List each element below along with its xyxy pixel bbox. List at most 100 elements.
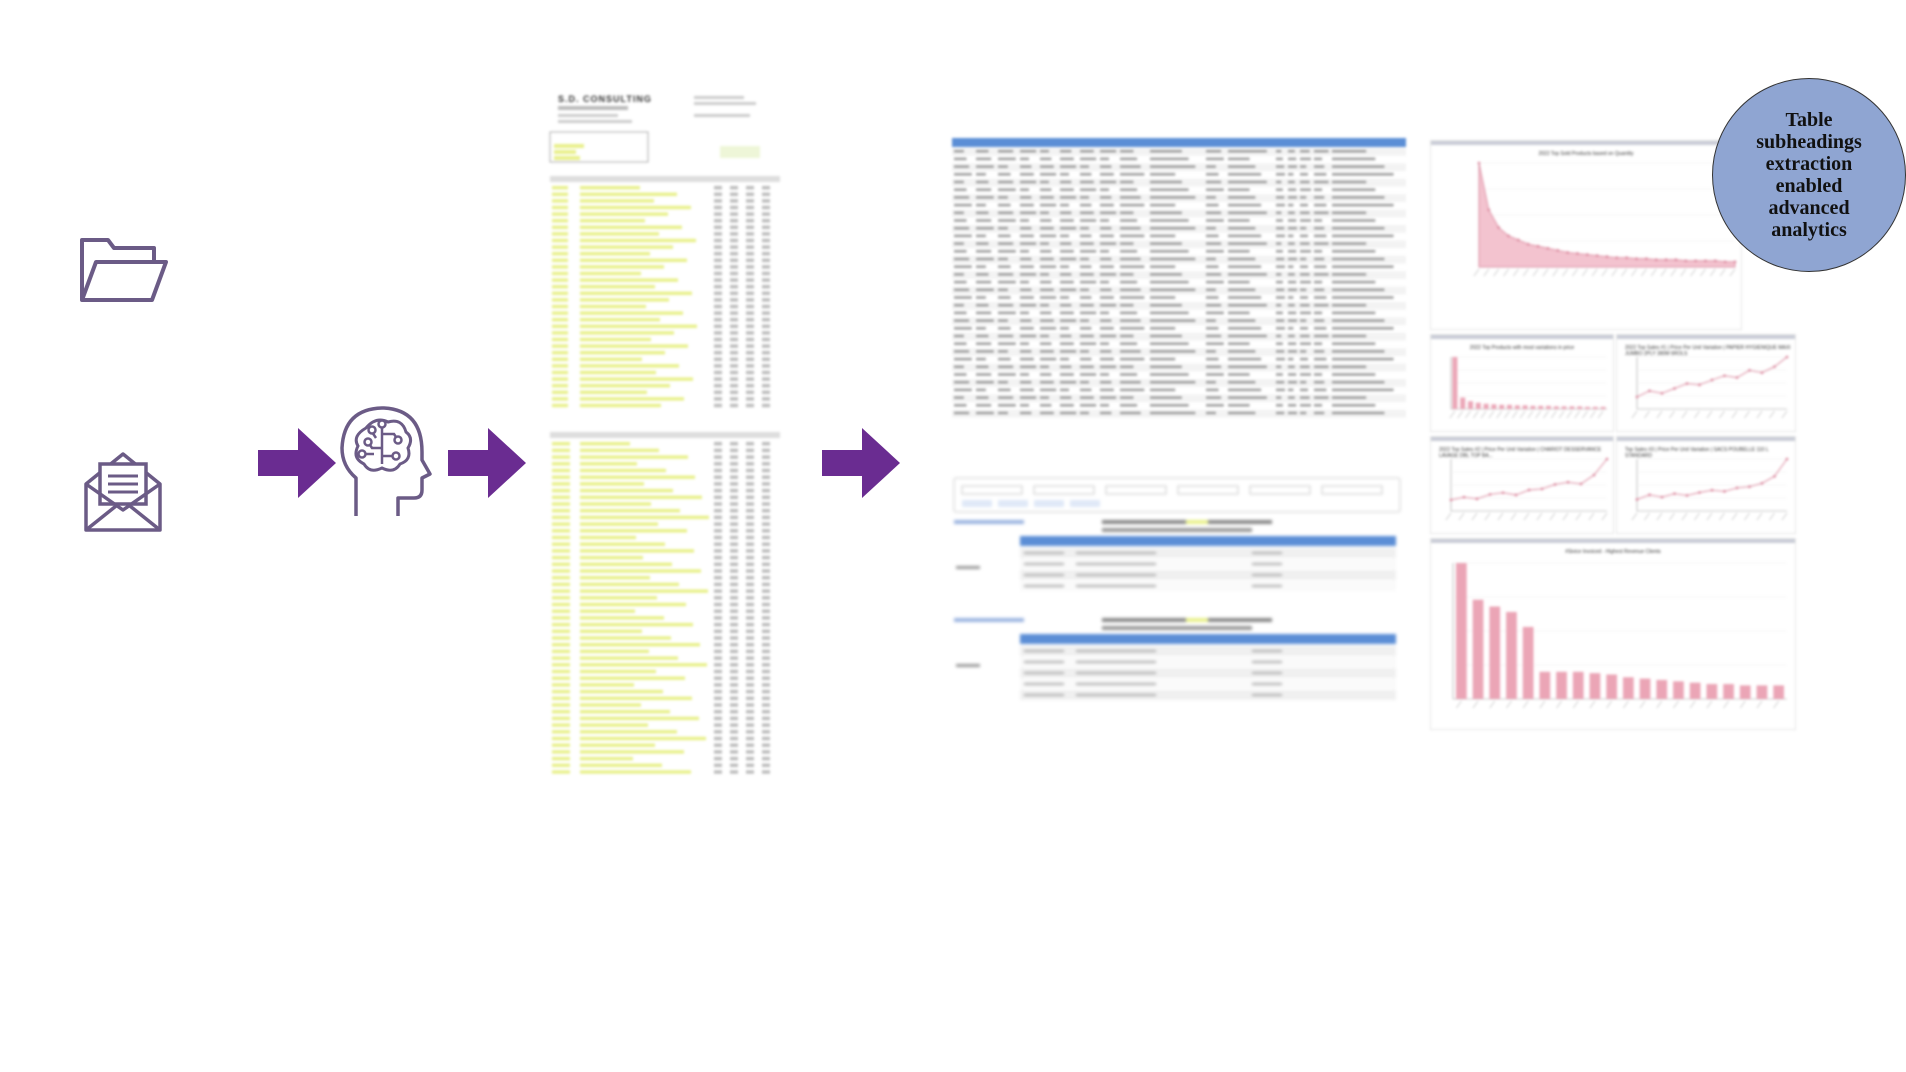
data-point [1673,387,1676,390]
table-cell [1040,304,1049,307]
table-cell [1332,196,1385,199]
table-cell [1060,257,1077,261]
table-cell [1332,165,1385,168]
bar [1538,405,1544,409]
series-line [1636,356,1788,398]
table-cell [998,334,1014,338]
table-cell [1040,342,1052,345]
doc-cell [730,448,738,453]
table-cell [1080,211,1094,214]
doc-cell [714,710,722,714]
doc-cell [730,522,738,526]
table-cell [1100,250,1109,253]
doc-cell [746,344,754,348]
doc-cell [714,364,722,368]
table-cell [998,273,1014,276]
table-cell [1206,388,1219,392]
table-cell [1314,150,1329,153]
doc-cell [580,723,648,727]
doc-cell [580,562,672,566]
doc-cell [580,344,688,348]
doc-cell [714,192,722,196]
doc-cell [580,743,655,747]
table-cell [1150,342,1189,345]
doc-cell [746,622,754,627]
doc-cell [714,311,722,315]
tick-label [1656,410,1663,419]
tick-label [1458,512,1465,521]
data-point [1501,491,1505,495]
doc-cell [714,199,722,203]
data-point [1723,260,1727,264]
doc-cell [552,298,568,302]
doc-cell [552,448,570,453]
table-cell [998,404,1016,407]
result-link [954,618,1024,622]
doc-cell [746,710,754,714]
tick-label [1497,512,1504,521]
doc-cell [746,602,754,607]
doc-cell [762,311,770,315]
flow-arrow-icon [258,428,336,498]
doc-cell [730,569,738,573]
data-point [1586,253,1589,256]
chart-title: 2022 Top Sold Products based on Quantity [1538,151,1634,157]
doc-cell [730,482,738,486]
doc-cell [580,710,670,714]
table-cell [1080,257,1089,261]
doc-cell [552,205,568,210]
doc-cell [714,522,722,526]
table-cell [1314,173,1327,176]
table-cell [1332,334,1367,338]
table-cell [1206,327,1219,330]
table-cell [1314,227,1325,230]
doc-cell [552,212,568,216]
table-cell [1060,396,1072,399]
table-cell [1206,211,1222,214]
doc-cell [580,509,680,513]
doc-cell [746,351,754,355]
doc-cell [730,515,738,520]
doc-cell [714,703,722,707]
doc-cell [730,278,738,282]
doc-cell [746,569,754,573]
doc-cell [714,683,722,687]
doc-cell [746,509,754,513]
table-cell [1080,319,1089,322]
table-cell [998,296,1011,299]
bar [1756,685,1768,699]
doc-cell [552,716,570,721]
doc-cell [762,468,770,473]
doc-cell [714,442,722,446]
result-table-row [1020,581,1396,591]
doc-cell [730,703,738,707]
result-cell [1024,650,1064,652]
table-cell [1080,411,1089,415]
doc-cell [552,562,570,566]
tick-label [1611,268,1618,277]
table-cell [1020,334,1037,338]
tick-label [1740,700,1746,709]
doc-cell [746,683,754,687]
doc-cell [552,730,570,734]
doc-cell [762,384,770,388]
doc-cell [552,192,568,196]
table-cell [1314,319,1325,322]
table-cell [1314,388,1327,392]
table-cell [1060,381,1077,384]
table-cell [1060,288,1077,291]
doc-cell [762,219,770,223]
table-cell [1314,211,1329,214]
table-cell [1332,265,1394,268]
doc-cell [746,663,754,667]
doc-cell [746,535,754,540]
doc-cell [762,212,770,216]
table-cell [998,188,1016,191]
doc-cell [552,629,570,633]
doc-cell [714,403,722,408]
table-cell [976,319,994,322]
table-cell [1228,296,1262,299]
table-cell [1314,257,1325,261]
doc-cell [714,448,722,453]
table-cell [1040,373,1052,376]
